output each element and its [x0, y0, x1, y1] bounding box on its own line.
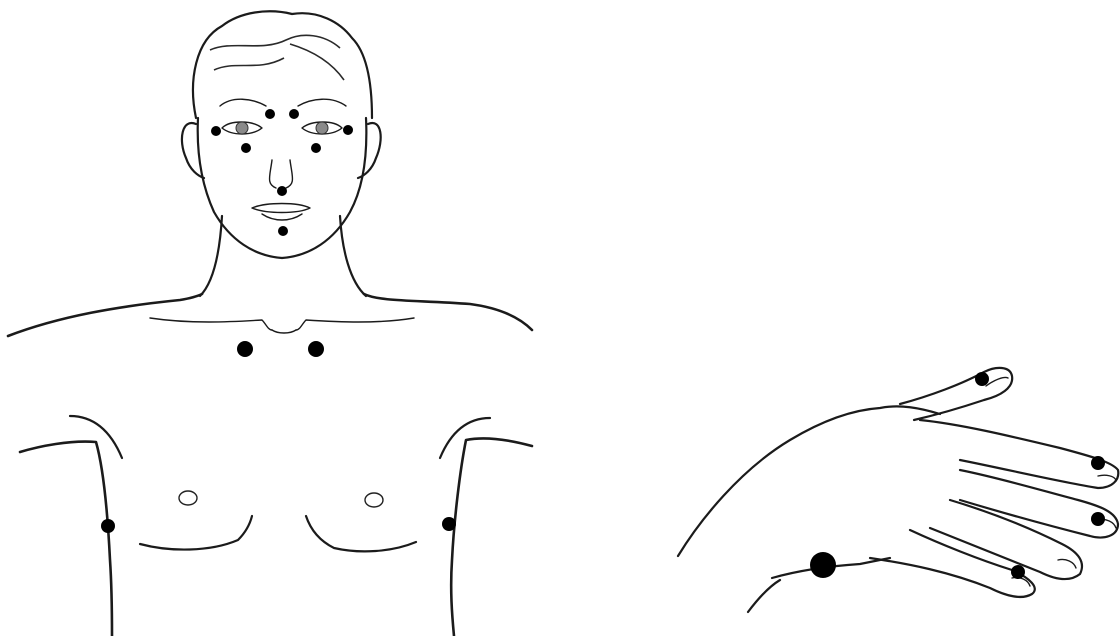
wrist-lower	[748, 580, 780, 612]
nail-ring	[1058, 559, 1076, 568]
mouth	[252, 204, 310, 221]
point-brow-inner-right	[289, 109, 299, 119]
point-brow-inner-left	[265, 109, 275, 119]
middle-finger	[960, 470, 1118, 538]
armpit-left	[70, 416, 122, 458]
neck-right	[340, 216, 366, 296]
point-eye-outer-right	[343, 125, 353, 135]
thumb-outline	[900, 368, 1012, 420]
shoulder-left	[8, 294, 202, 336]
arm-right-outer	[451, 438, 532, 636]
nail-index	[1098, 475, 1116, 480]
point-collarbone-right	[308, 341, 324, 357]
collarbone-left	[150, 318, 272, 330]
chest-left	[140, 516, 252, 550]
eyebrow-left	[220, 99, 266, 106]
point-thumb	[975, 372, 989, 386]
point-under-nose	[277, 186, 287, 196]
nose	[270, 160, 293, 188]
point-index-finger	[1091, 456, 1105, 470]
hair-outline	[193, 11, 372, 118]
point-karate-chop	[810, 552, 836, 578]
nipple-left	[179, 491, 197, 505]
body-figure	[8, 11, 532, 636]
eyebrow-right	[298, 99, 346, 106]
chest-right	[306, 516, 416, 551]
point-side-right	[442, 517, 456, 531]
thumb-nail	[986, 377, 1008, 386]
little-finger	[870, 530, 1035, 597]
neck-notch	[272, 330, 296, 333]
nipple-right	[365, 493, 383, 507]
hair-strands	[210, 35, 344, 80]
ear-right	[358, 123, 381, 178]
point-collarbone-left	[237, 341, 253, 357]
hand-figure	[678, 368, 1118, 612]
hand-top	[678, 406, 940, 556]
index-finger	[920, 420, 1118, 488]
arm-left-outer	[20, 442, 112, 636]
neck-left	[200, 216, 222, 296]
point-ring-finger	[1011, 565, 1025, 579]
point-side-left	[101, 519, 115, 533]
collarbone-right	[296, 318, 414, 330]
point-chin	[278, 226, 288, 236]
point-under-eye-right	[311, 143, 321, 153]
shoulder-right	[364, 294, 532, 330]
tapping-points	[101, 109, 1105, 579]
point-eye-outer-left	[211, 126, 221, 136]
point-under-eye-left	[241, 143, 251, 153]
point-middle-finger	[1091, 512, 1105, 526]
